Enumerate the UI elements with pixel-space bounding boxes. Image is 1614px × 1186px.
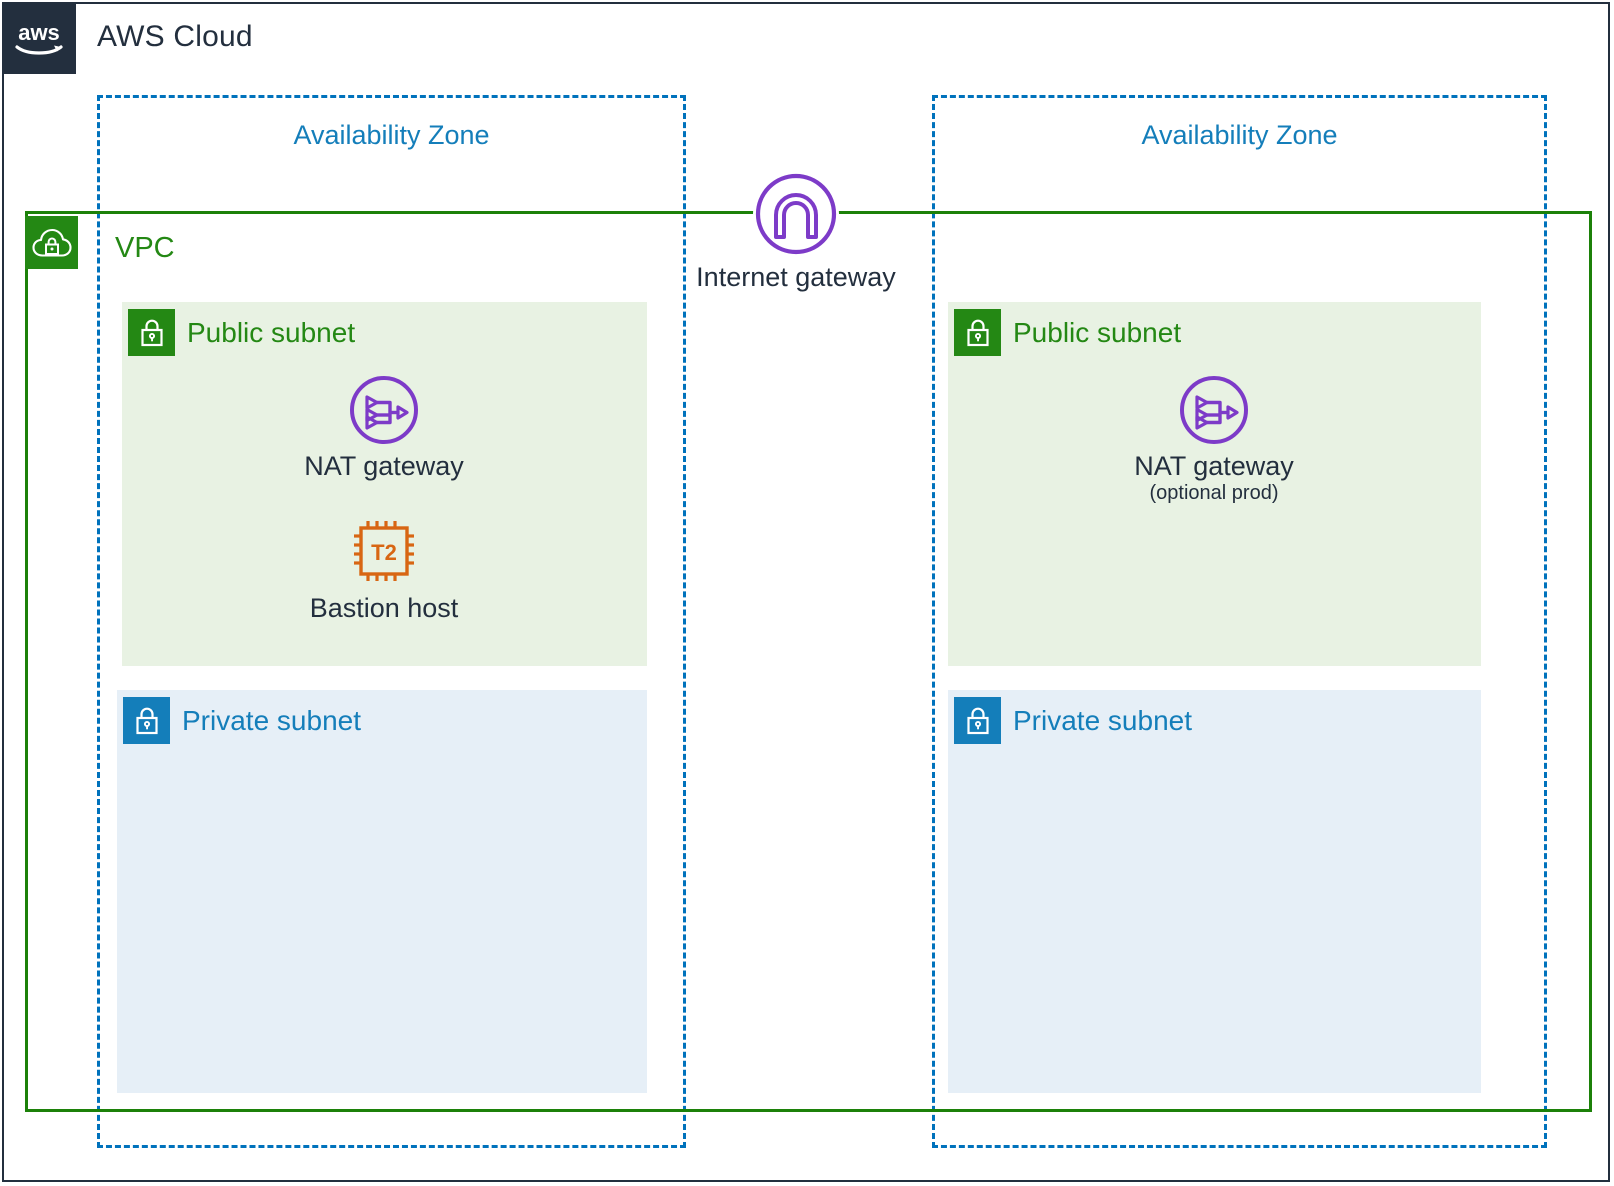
ec2-instance-icon: T2 bbox=[268, 514, 500, 588]
az2-nat-gateway-sublabel: (optional prod) bbox=[1149, 481, 1279, 504]
vpc-cloud-lock-icon bbox=[25, 216, 78, 269]
nat-gateway-icon bbox=[268, 374, 500, 446]
aws-cloud-title: AWS Cloud bbox=[97, 20, 253, 53]
az1-nat-gateway-node: NAT gateway bbox=[268, 374, 500, 482]
availability-zone-1-label: Availability Zone bbox=[293, 120, 490, 150]
lock-icon bbox=[123, 697, 170, 744]
az2-nat-gateway-node: NAT gateway (optional prod) bbox=[1098, 374, 1330, 505]
internet-gateway-node: Internet gateway bbox=[680, 170, 912, 293]
az2-public-subnet-label: Public subnet bbox=[1013, 317, 1182, 348]
aws-logo-icon: aws bbox=[2, 2, 76, 74]
az2-public-subnet: Public subnet NAT gateway (optional prod… bbox=[948, 302, 1481, 666]
az2-nat-gateway-label: NAT gateway bbox=[1134, 451, 1294, 481]
availability-zone-1: Availability Zone bbox=[97, 95, 686, 1148]
az1-private-subnet: Private subnet bbox=[117, 690, 647, 1093]
az1-private-subnet-label: Private subnet bbox=[182, 705, 361, 736]
internet-gateway-label: Internet gateway bbox=[696, 262, 896, 292]
vpc-label: VPC bbox=[115, 232, 175, 264]
az1-bastion-host-label: Bastion host bbox=[309, 593, 459, 623]
ec2-instance-type-text: T2 bbox=[371, 540, 397, 565]
lock-icon bbox=[128, 309, 175, 356]
availability-zone-2-label: Availability Zone bbox=[1141, 120, 1338, 150]
lock-icon bbox=[954, 309, 1001, 356]
availability-zone-2: Availability Zone bbox=[932, 95, 1547, 1148]
lock-icon bbox=[954, 697, 1001, 744]
nat-gateway-icon bbox=[1098, 374, 1330, 446]
az1-nat-gateway-label: NAT gateway bbox=[304, 451, 464, 481]
svg-text:aws: aws bbox=[18, 20, 60, 45]
az1-public-subnet-label: Public subnet bbox=[187, 317, 356, 348]
az1-bastion-host-node: T2 Bastion host bbox=[268, 514, 500, 624]
internet-gateway-icon bbox=[753, 171, 839, 257]
az2-private-subnet-label: Private subnet bbox=[1013, 705, 1192, 736]
az1-public-subnet: Public subnet NAT gateway bbox=[122, 302, 647, 666]
az2-private-subnet: Private subnet bbox=[948, 690, 1481, 1093]
